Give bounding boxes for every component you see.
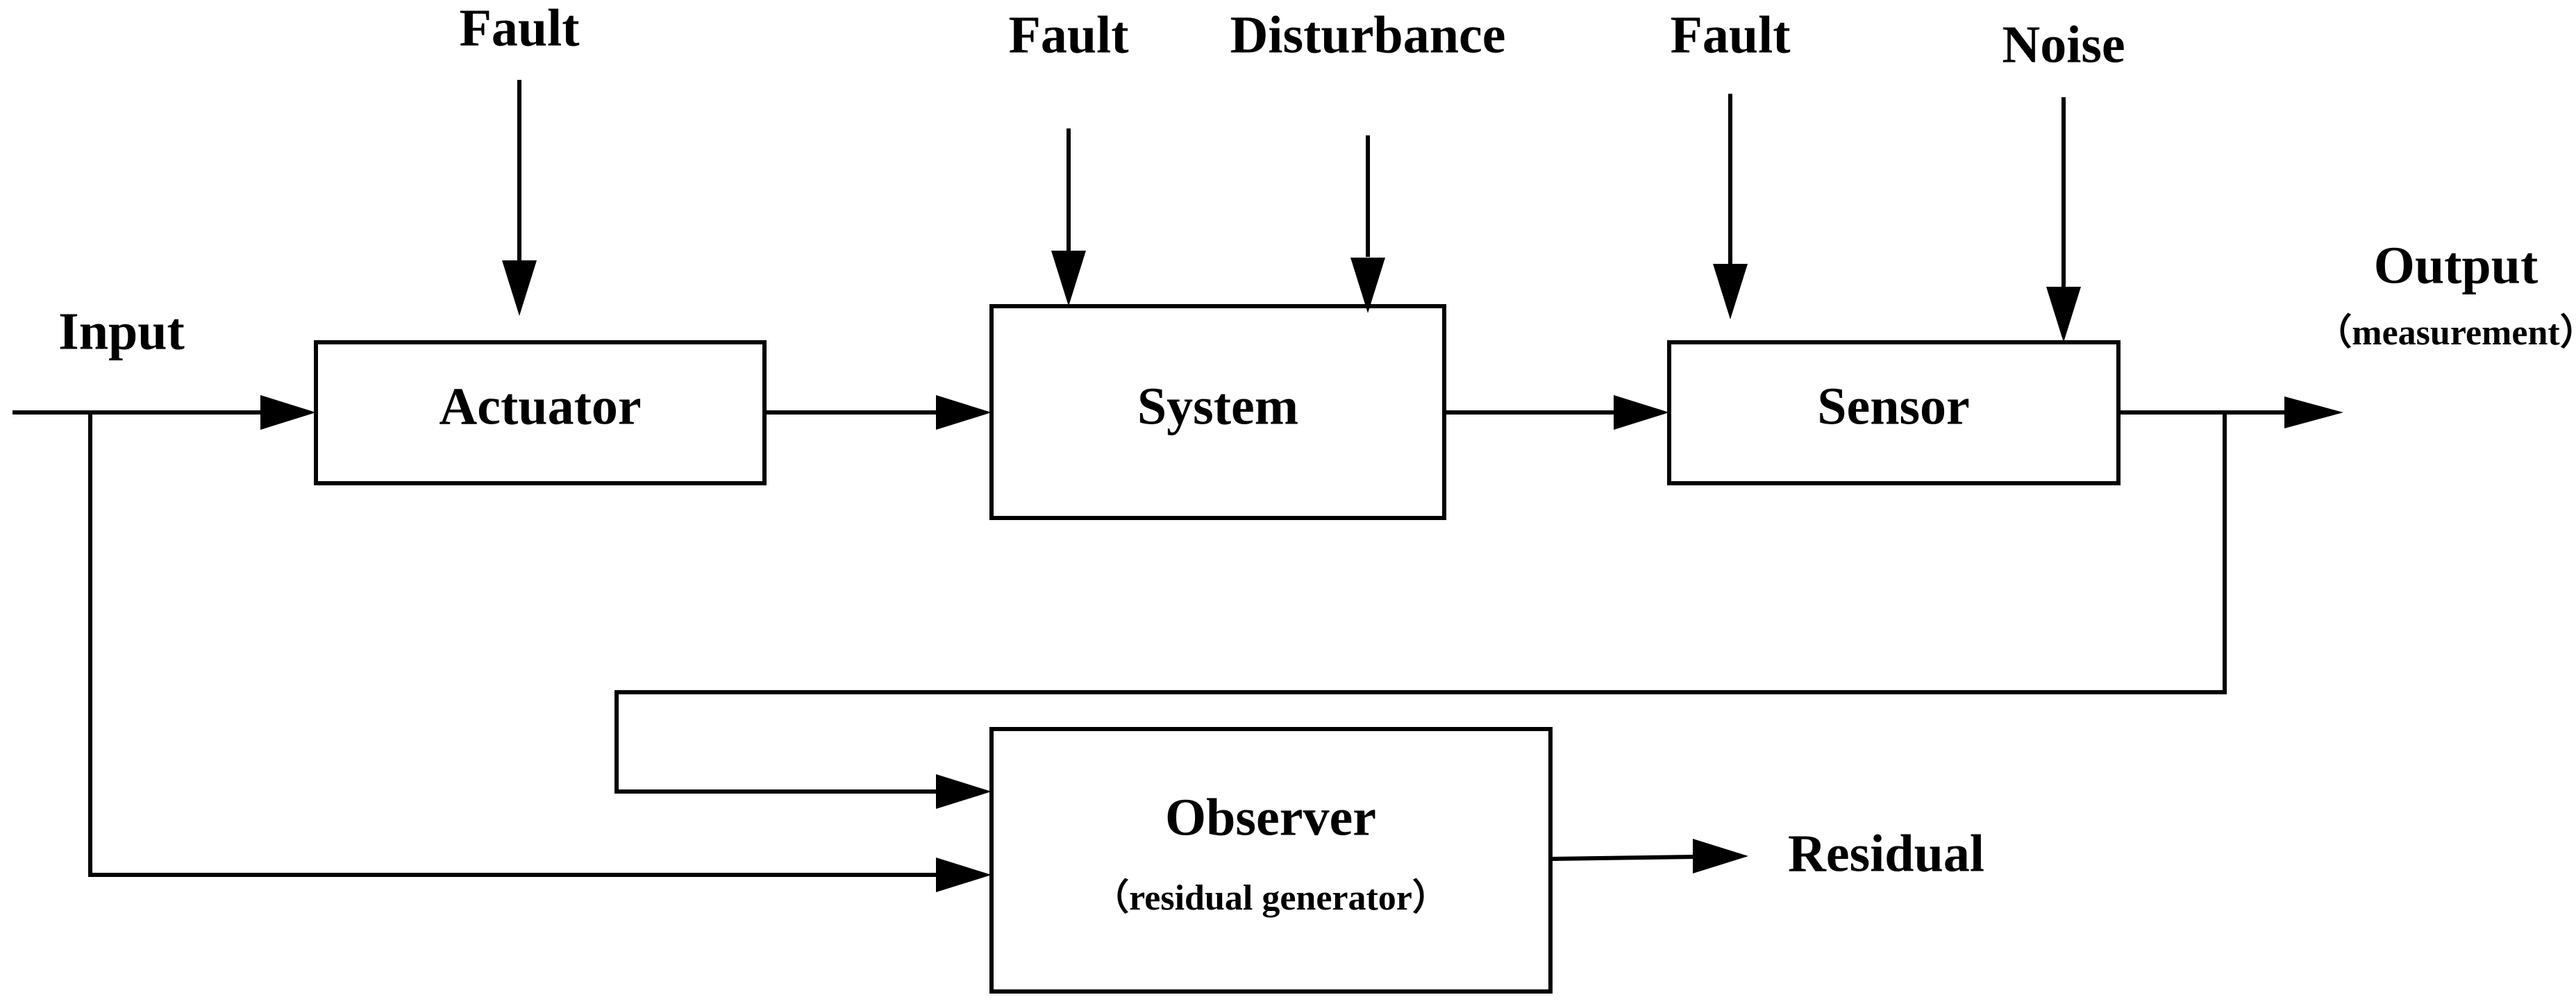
system-label: System bbox=[1137, 377, 1298, 435]
observer-block bbox=[989, 727, 1553, 994]
output-sublabel: （measurement） bbox=[2316, 312, 2576, 353]
sensor-fault-arrowhead bbox=[1713, 264, 1748, 319]
sensor-fault-label: Fault bbox=[1670, 6, 1790, 64]
actuator-block bbox=[314, 340, 767, 485]
system-block bbox=[989, 304, 1446, 520]
sensor-noise-arrowhead bbox=[2046, 287, 2081, 342]
system-fault-label: Fault bbox=[1008, 6, 1128, 64]
residual-arrowhead bbox=[1693, 839, 1748, 873]
input-to-observer-line bbox=[88, 412, 951, 877]
actuator-fault-arrowhead bbox=[502, 260, 537, 316]
system-disturbance-label: Disturbance bbox=[1230, 6, 1506, 64]
sensor-block bbox=[1667, 340, 2121, 485]
residual-line bbox=[1550, 855, 1695, 861]
system-fault-arrowhead bbox=[1051, 251, 1086, 306]
measurement-feedback-line bbox=[614, 412, 2227, 794]
input-to-observer-arrowhead bbox=[936, 857, 992, 892]
system-to-sensor-arrowhead bbox=[1614, 395, 1669, 430]
output-arrowhead bbox=[2284, 396, 2343, 428]
sensor-noise-label: Noise bbox=[2002, 15, 2125, 74]
actuator-to-system-arrowhead bbox=[936, 395, 992, 430]
actuator-label: Actuator bbox=[439, 377, 641, 435]
residual-label: Residual bbox=[1788, 824, 1984, 882]
input-arrowhead bbox=[260, 395, 316, 430]
observer-label: Observer bbox=[1165, 788, 1376, 846]
input-label: Input bbox=[58, 302, 185, 360]
actuator-fault-label: Fault bbox=[459, 0, 579, 57]
observer-sublabel: （residual generator） bbox=[1093, 878, 1448, 918]
sensor-label: Sensor bbox=[1817, 377, 1970, 435]
output-label: Output bbox=[2374, 236, 2539, 294]
system-disturbance-arrowhead bbox=[1350, 258, 1385, 313]
measurement-feedback-arrowhead bbox=[936, 774, 992, 809]
